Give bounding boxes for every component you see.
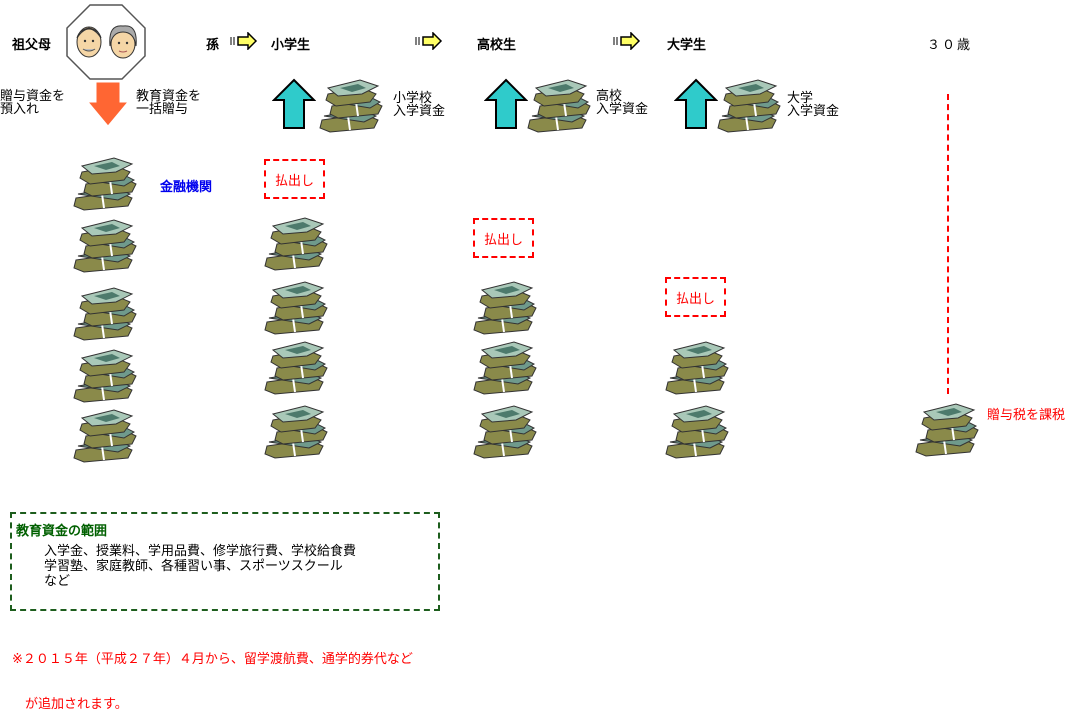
footnote: ※２０１５年（平成２７年）４月から、留学渡航費、通学的券代など が追加されます。	[12, 622, 413, 727]
grandfather-face-icon	[76, 26, 102, 58]
money-stack-icon	[664, 338, 730, 396]
money-stack-icon	[472, 402, 538, 460]
withdrawal-highschool-label: 高校 入学資金	[596, 89, 649, 117]
withdraw-label: 払出し	[483, 232, 523, 248]
education-range-line: 入学金、授業料、学用品費、修学旅行費、学校給食費	[44, 544, 357, 559]
money-stack-icon	[72, 284, 138, 342]
money-stack-icon	[263, 278, 329, 336]
money-stack-icon	[472, 338, 538, 396]
withdrawal-elementary-label: 小学校 入学資金	[393, 91, 446, 119]
education-range-list: 入学金、授業料、学用品費、修学旅行費、学校給食費 学習塾、家庭教師、各種習い事、…	[44, 544, 356, 589]
grandmother-face-icon	[109, 25, 137, 59]
money-stack-icon	[263, 338, 329, 396]
money-stack-icon	[526, 76, 592, 134]
money-stack-icon	[664, 402, 730, 460]
arrow-up-icon	[272, 78, 316, 130]
age-30-dashed-line	[947, 94, 949, 394]
financial-institution-label: 金融機関	[160, 180, 213, 195]
withdrawal-university-label: 大学 入学資金	[787, 91, 840, 119]
arrow-down-icon	[86, 80, 130, 128]
withdraw-box-university: 払出し	[665, 277, 726, 317]
withdraw-label: 払出し	[274, 173, 314, 189]
arrow-right-icon	[415, 32, 443, 50]
money-stack-icon	[72, 154, 138, 212]
withdraw-label: 払出し	[675, 291, 715, 307]
money-stack-icon	[318, 76, 384, 134]
footnote-line: ※２０１５年（平成２７年）４月から、留学渡航費、通学的券代など	[12, 652, 413, 667]
footnote-line: が追加されます。	[12, 697, 128, 712]
education-range-title: 教育資金の範囲	[16, 524, 108, 539]
arrow-right-icon	[613, 32, 641, 50]
grandchild-label: 孫	[206, 38, 220, 53]
money-stack-icon	[263, 214, 329, 272]
arrow-right-icon	[230, 32, 258, 50]
money-stack-icon	[472, 278, 538, 336]
age-30-label: ３０歳	[927, 38, 973, 53]
arrow-up-icon	[484, 78, 528, 130]
grandparents-label: 祖父母	[12, 38, 52, 53]
deposit-left-text: 贈与資金を 預入れ	[0, 89, 66, 117]
money-stack-icon	[72, 406, 138, 464]
money-stack-icon	[263, 402, 329, 460]
money-stack-icon	[72, 216, 138, 274]
deposit-right-text: 教育資金を 一括贈与	[136, 89, 202, 117]
stage-highschool: 高校生	[477, 38, 517, 53]
gift-tax-label: 贈与税を課税	[987, 408, 1066, 423]
withdraw-box-highschool: 払出し	[473, 218, 534, 258]
money-stack-icon	[914, 400, 980, 458]
arrow-up-icon	[674, 78, 718, 130]
education-range-line: 学習塾、家庭教師、各種習い事、スポーツスクール	[44, 559, 343, 574]
education-range-line: など	[44, 574, 71, 589]
stage-university: 大学生	[667, 38, 707, 53]
money-stack-icon	[716, 76, 782, 134]
withdraw-box-elementary: 払出し	[264, 159, 325, 199]
grandparents-octagon	[66, 4, 146, 80]
education-range-box: 教育資金の範囲 入学金、授業料、学用品費、修学旅行費、学校給食費 学習塾、家庭教…	[10, 512, 440, 611]
stage-elementary: 小学生	[271, 38, 311, 53]
money-stack-icon	[72, 346, 138, 404]
